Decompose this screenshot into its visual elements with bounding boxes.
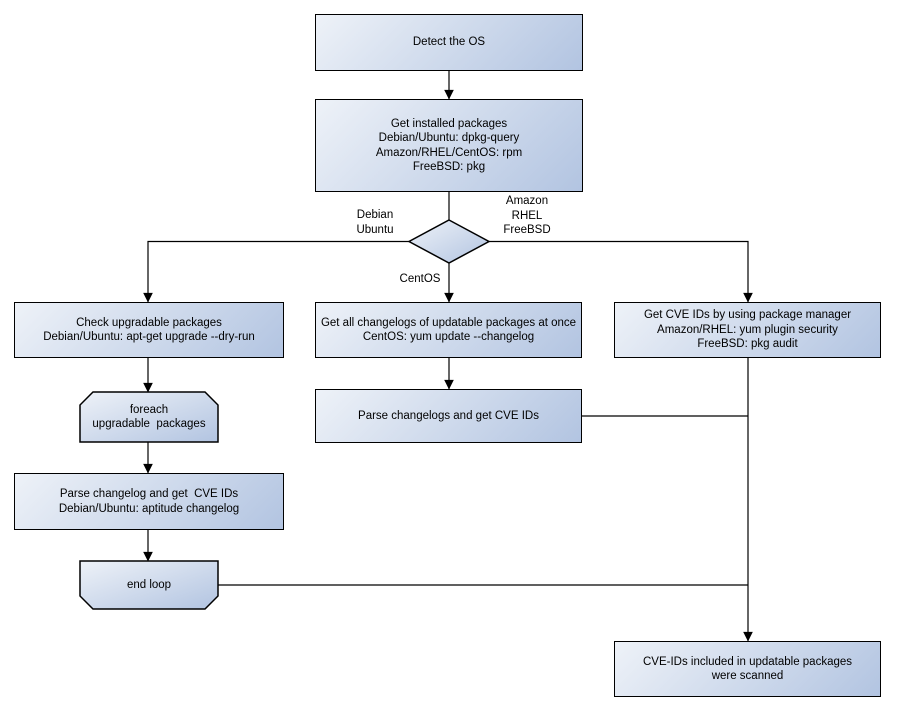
node-get-cve-ids-pm: Get CVE IDs by using package manager Ama… [614, 302, 881, 358]
node-parse-changelog: Parse changelog and get CVE IDs Debian/U… [14, 473, 284, 530]
node-get-all-changelogs: Get all changelogs of updatable packages… [315, 302, 582, 358]
node-detect-os-label: Detect the OS [412, 36, 486, 49]
node-detect-os: Detect the OS [315, 14, 583, 71]
branch-label-debian-ubuntu: Debian Ubuntu [335, 208, 415, 237]
node-get-installed-packages: Get installed packages Debian/Ubuntu: dp… [315, 99, 583, 192]
end-loop-label: end loop [126, 578, 172, 591]
node-get-all-changelogs-label: Get all changelogs of updatable packages… [320, 316, 577, 344]
edge-decision-to-check-upgradable [143, 240, 409, 303]
node-scan-result: CVE-IDs included in updatable packages w… [614, 641, 881, 697]
branch-label-amazon-rhel-freebsd-text: Amazon RHEL FreeBSD [503, 195, 551, 236]
foreach-loop-shape [79, 391, 219, 443]
node-get-cve-ids-pm-label: Get CVE IDs by using package manager Ama… [643, 309, 852, 351]
branch-label-debian-ubuntu-text: Debian Ubuntu [356, 209, 394, 236]
node-check-upgradable-label: Check upgradable packages Debian/Ubuntu:… [43, 316, 255, 344]
node-scan-result-label: CVE-IDs included in updatable packages w… [642, 655, 853, 683]
node-get-installed-packages-label: Get installed packages Debian/Ubuntu: dp… [375, 117, 523, 174]
node-parse-changelog-label: Parse changelog and get CVE IDs Debian/U… [58, 488, 240, 515]
branch-label-centos-text: CentOS [399, 273, 441, 285]
end-loop-shape [79, 560, 219, 610]
node-check-upgradable: Check upgradable packages Debian/Ubuntu:… [14, 302, 284, 358]
foreach-loop-label: foreach upgradable packages [92, 403, 206, 431]
node-parse-changelogs-label: Parse changelogs and get CVE IDs [358, 409, 539, 422]
edge-decision-to-get-cve-pm [489, 240, 753, 303]
node-parse-changelogs: Parse changelogs and get CVE IDs [315, 389, 582, 443]
branch-label-amazon-rhel-freebsd: Amazon RHEL FreeBSD [487, 194, 567, 238]
foreach-loop-label-box: foreach upgradable packages [80, 392, 218, 442]
decision-diamond [407, 219, 491, 264]
branch-label-centos: CentOS [393, 272, 447, 287]
end-loop-label-box: end loop [80, 561, 218, 609]
